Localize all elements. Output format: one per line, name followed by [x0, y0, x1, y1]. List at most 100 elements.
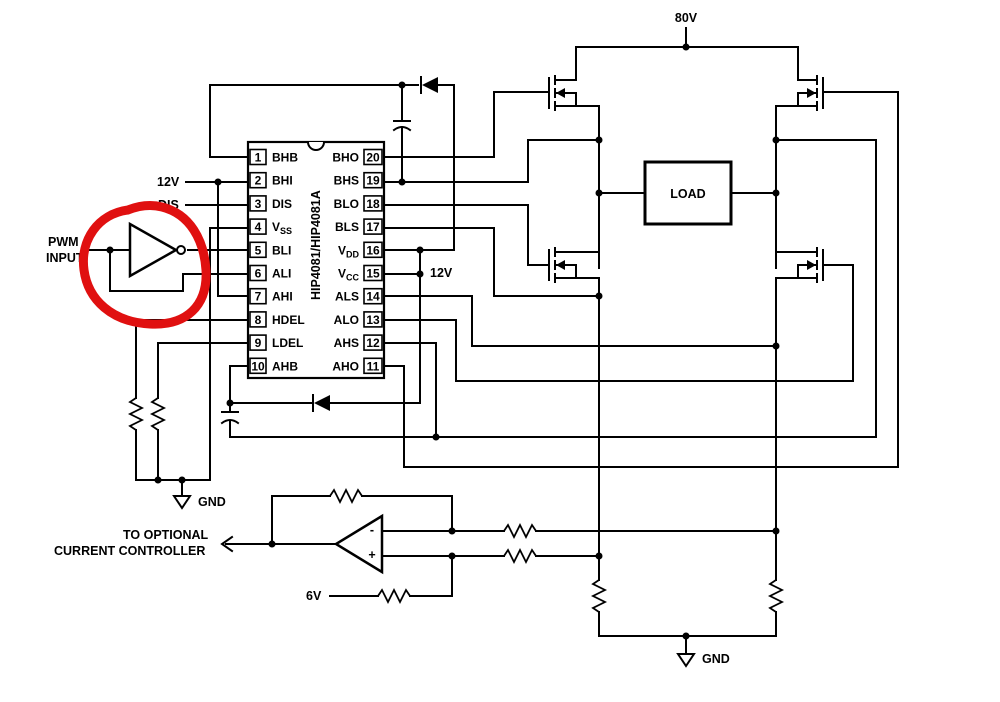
load-box	[643, 160, 733, 226]
wire-alo	[383, 319, 854, 382]
ic-pin-number: 4	[255, 220, 262, 234]
ic-pin-19: 19 BHS	[334, 171, 383, 189]
ic-pin-number: 5	[255, 243, 262, 257]
ic-pin-number: 12	[366, 336, 380, 350]
ic-pin-name: BHB	[272, 151, 298, 165]
wire-hdel	[135, 319, 249, 399]
wire	[271, 495, 331, 545]
mosfet-high-left	[493, 61, 600, 158]
ic-pin-number: 13	[366, 313, 380, 327]
supply-12v-right-label: 12V	[430, 266, 453, 280]
ic-pin-name: BHI	[272, 174, 293, 188]
ic-pin-name: ALS	[335, 290, 359, 304]
ground-symbol-bottom	[676, 653, 696, 668]
ic-pin-number: 7	[255, 290, 262, 304]
junction	[154, 476, 162, 484]
wire	[775, 139, 877, 438]
ic-pin-number: 14	[366, 290, 380, 304]
wire-ahi	[217, 181, 249, 297]
wire-vss	[209, 227, 249, 481]
mosfet-low-right	[775, 247, 854, 382]
ic-pin-name: BLI	[272, 243, 291, 257]
ic-pin-number: 19	[366, 174, 380, 188]
ic-pin-number: 9	[255, 336, 262, 350]
opamp-plus: +	[368, 548, 375, 562]
mosfet-high-right	[775, 61, 899, 468]
ic-pin-10: 10 AHB	[249, 357, 298, 375]
wire-vdd	[383, 84, 455, 251]
ic-notch	[307, 141, 325, 151]
opamp-minus: -	[370, 523, 374, 537]
wire	[527, 139, 600, 183]
junction	[416, 270, 424, 278]
supply-80v-label: 80V	[675, 11, 698, 25]
optional-label-line1: TO OPTIONAL	[123, 528, 209, 542]
output-arrow-icon	[220, 535, 234, 553]
ic-pin-name: BHO	[332, 151, 359, 165]
ic-pin-name: AHB	[272, 359, 298, 373]
bootstrap-diode-top	[420, 76, 438, 94]
ground-symbol-left	[172, 495, 192, 510]
ic-pin-name: AHS	[334, 336, 359, 350]
ic-pin-1: 1 BHB	[249, 148, 298, 166]
wire-ground-return	[598, 611, 777, 637]
sense-resistor-left	[590, 579, 608, 613]
red-annotation-circle	[78, 201, 211, 329]
ic-pin-number: 18	[366, 197, 380, 211]
pwm-label-line2: INPUT	[46, 251, 84, 265]
ic-pin-name: BLO	[334, 197, 359, 211]
wire-bls	[383, 227, 600, 297]
ic-pin-5: 5 BLI	[249, 241, 291, 259]
ic-pin-7: 7 AHI	[249, 287, 293, 305]
ic-pin-8: 8 HDEL	[249, 311, 305, 328]
wire-bhb-loop	[209, 84, 419, 158]
ic-right-pins: 20BHO19BHS18BLO17BLS16VDD15VCC14ALS13ALO…	[332, 148, 383, 375]
gnd-left-label: GND	[198, 495, 226, 509]
ic-pin-number: 10	[251, 359, 265, 373]
wire-als	[383, 295, 777, 347]
wire-aho	[383, 365, 899, 468]
supply-12v-left-label: 12V	[157, 175, 180, 189]
junction	[106, 246, 114, 254]
sense-resistor-right	[767, 579, 785, 613]
junction	[268, 540, 276, 548]
opamp-symbol	[333, 513, 384, 575]
bootstrap-diode-bottom	[312, 394, 330, 412]
ic-pin-number: 8	[255, 313, 262, 327]
ic-body	[246, 140, 386, 380]
ic-pin-number: 17	[366, 220, 380, 234]
ic-pin-name: ALO	[334, 313, 359, 327]
inverter-bubble	[176, 245, 186, 255]
resistor-ldel	[149, 397, 167, 431]
wire-gnd-left	[135, 429, 211, 481]
ic-pin-18: 18 BLO	[334, 195, 383, 212]
ic-pin-name: DIS	[272, 197, 292, 211]
wire-ldel	[157, 342, 249, 399]
ic-pin-name: HDEL	[272, 313, 305, 327]
ic-pin-name: LDEL	[272, 336, 303, 350]
ic-pin-13: 13 ALO	[334, 311, 383, 328]
wire	[229, 420, 437, 438]
resistor-6v	[377, 587, 411, 605]
ic-pin-number: 1	[255, 151, 262, 165]
resistor-sense-right-input	[503, 522, 537, 540]
ic-pin-number: 16	[366, 243, 380, 257]
ic-pin-name: BLS	[335, 220, 359, 234]
ic-pin-name: BHS	[334, 174, 359, 188]
optional-label-line2: CURRENT CONTROLLER	[54, 544, 205, 558]
inverter-symbol	[128, 221, 179, 279]
pwm-label-line1: PWM	[48, 235, 79, 249]
ic-pin-17: 17 BLS	[335, 218, 383, 235]
ic-pin-12: 12 AHS	[334, 334, 383, 351]
wire-80v-rail	[575, 46, 799, 63]
ic-pin-number: 6	[255, 267, 262, 281]
ic-pin-name: AHI	[272, 290, 293, 304]
